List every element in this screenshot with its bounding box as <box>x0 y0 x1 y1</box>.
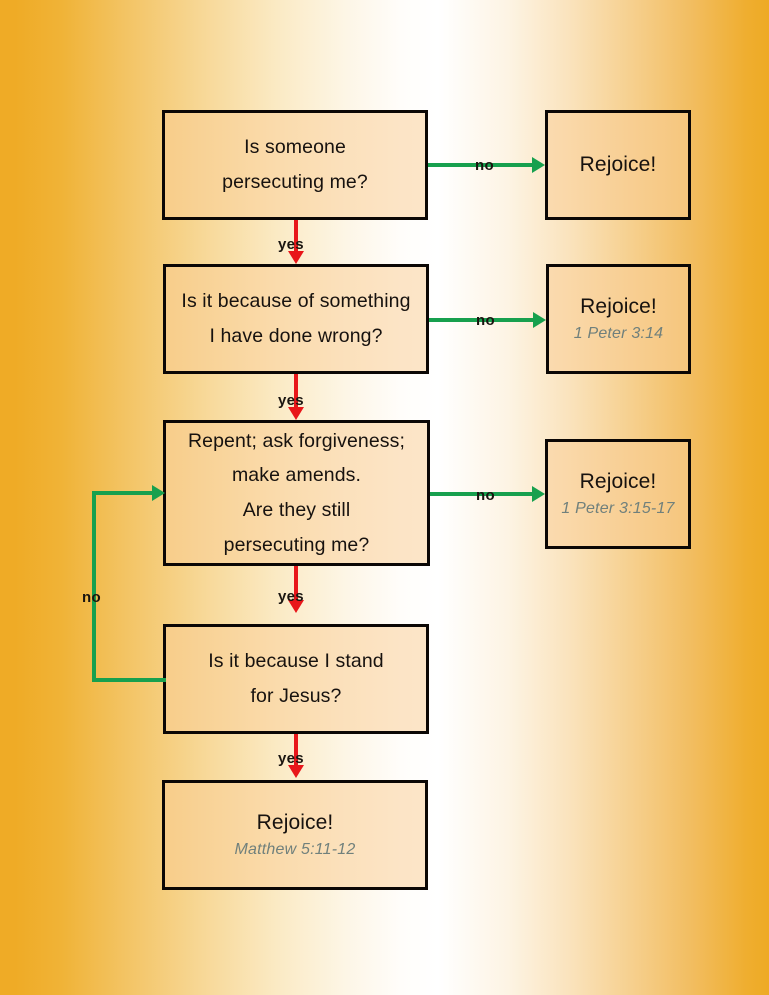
node-rejoice-4: Rejoice! Matthew 5:11-12 <box>162 780 428 890</box>
node-question-4: Is it because I stand for Jesus? <box>163 624 429 734</box>
edge-q4-to-q3-bottom-segment <box>92 678 166 682</box>
node-r4-scripture-reference: Matthew 5:11-12 <box>234 840 356 858</box>
node-r2-scripture-reference: 1 Peter 3:14 <box>573 324 664 342</box>
node-question-2: Is it because of something I have done w… <box>163 264 429 374</box>
node-q2-line-2: I have done wrong? <box>209 325 383 347</box>
node-q2-line-1: Is it because of something <box>181 290 411 313</box>
edge-q1-to-q2-arrowhead <box>288 251 304 264</box>
edge-q4-to-q3-vertical-segment <box>92 493 96 682</box>
node-q1-line-2: persecuting me? <box>222 171 368 193</box>
node-r4-line-1: Rejoice! <box>256 811 334 835</box>
node-rejoice-3: Rejoice! 1 Peter 3:15-17 <box>545 439 691 549</box>
edge-label-yes-q2: yes <box>278 392 304 409</box>
edge-q1-to-q2-line <box>294 220 298 256</box>
edge-q3-to-q4-line <box>294 566 298 604</box>
node-q3-line-2: make amends. <box>231 464 362 487</box>
node-r3-line-1: Rejoice! <box>579 470 657 494</box>
node-r3-scripture-reference: 1 Peter 3:15-17 <box>561 499 675 517</box>
node-rejoice-1: Rejoice! <box>545 110 691 220</box>
edge-label-yes-q3: yes <box>278 588 304 605</box>
edge-q2-to-q3-arrowhead <box>288 407 304 420</box>
node-q3-line-3: Are they still <box>242 499 351 521</box>
node-q3-line-1: Repent; ask forgiveness; <box>187 429 405 452</box>
edge-q2-to-q3-line <box>294 374 298 412</box>
node-r2-line-1: Rejoice! <box>580 295 657 319</box>
node-question-3: Repent; ask forgiveness; make amends. Ar… <box>163 420 430 566</box>
node-q4-line-2: for Jesus? <box>250 685 342 707</box>
node-q4-line-1: Is it because I stand <box>208 650 384 673</box>
edge-q4-to-rejoice4-arrowhead <box>288 765 304 778</box>
edge-q4-to-q3-top-segment <box>92 491 154 495</box>
edge-label-no-q1: no <box>475 157 494 174</box>
edge-q1-to-rejoice1-arrowhead <box>532 157 545 173</box>
edge-label-yes-q4: yes <box>278 750 304 767</box>
edge-label-no-q3: no <box>476 487 495 504</box>
edge-q2-to-rejoice2-line <box>429 318 534 322</box>
edge-q3-to-rejoice3-line <box>430 492 533 496</box>
node-q3-line-4: persecuting me? <box>223 533 370 556</box>
node-question-1: Is someone persecuting me? <box>162 110 428 220</box>
edge-q3-to-rejoice3-arrowhead <box>532 486 545 502</box>
edge-q4-to-rejoice4-line <box>294 734 298 770</box>
edge-q4-to-q3-arrowhead <box>152 485 165 501</box>
node-q1-line-1: Is someone <box>244 136 346 159</box>
edge-label-no-q4: no <box>82 589 101 606</box>
edge-label-yes-q1: yes <box>278 236 304 253</box>
edge-q1-to-rejoice1-line <box>428 163 533 167</box>
edge-q2-to-rejoice2-arrowhead <box>533 312 546 328</box>
edge-q3-to-q4-arrowhead <box>288 600 304 613</box>
edge-label-no-q2: no <box>476 312 495 329</box>
node-rejoice-2: Rejoice! 1 Peter 3:14 <box>546 264 691 374</box>
node-r1-line-1: Rejoice! <box>579 153 657 177</box>
